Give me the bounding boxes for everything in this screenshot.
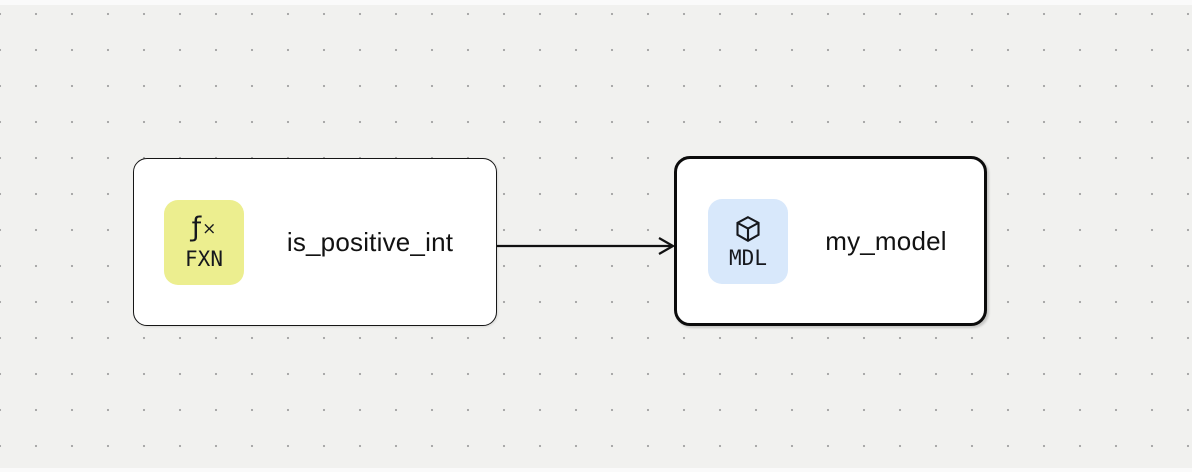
node-my-model[interactable]: MDL my_model bbox=[674, 156, 987, 326]
node-label: is_positive_int bbox=[286, 226, 454, 257]
edge-arrowhead bbox=[658, 237, 676, 255]
cube-icon bbox=[733, 213, 763, 245]
node-is-positive-int[interactable]: ƒ× FXN is_positive_int bbox=[133, 158, 497, 326]
edge-arrow bbox=[497, 237, 676, 255]
canvas-top-edge bbox=[0, 0, 1192, 5]
badge-label: FXN bbox=[185, 246, 223, 271]
node-label: my_model bbox=[825, 225, 947, 256]
badge-label: MDL bbox=[729, 245, 767, 270]
model-type-badge: MDL bbox=[708, 198, 788, 284]
function-type-badge: ƒ× FXN bbox=[164, 199, 244, 285]
fx-icon: ƒ× bbox=[191, 212, 217, 243]
canvas-bottom-edge bbox=[0, 468, 1192, 472]
